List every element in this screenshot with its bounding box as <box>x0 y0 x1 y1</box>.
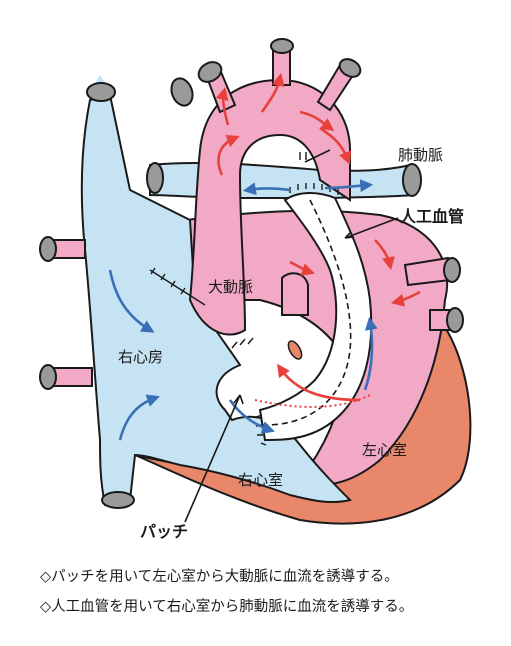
red-flow-arrows <box>215 72 421 402</box>
leader-lines <box>184 149 399 523</box>
blue-flow-arrows <box>108 179 378 441</box>
label-right-atrium: 右心房 <box>118 348 163 366</box>
label-patch: パッチ <box>140 522 188 541</box>
label-pulmonary-artery: 肺動脈 <box>398 146 443 164</box>
caption-notes: ◇パッチを用いて左心室から大動脈に血流を誘導する。 ◇人工血管を用いて右心室から… <box>40 562 500 622</box>
vessel-caps <box>39 38 464 509</box>
conduit-centerline <box>264 199 352 426</box>
note-line-1: ◇パッチを用いて左心室から大動脈に血流を誘導する。 <box>40 569 399 585</box>
label-left-ventricle: 左心室 <box>362 441 407 459</box>
artificial-vessel-tube <box>258 192 373 442</box>
label-aorta: 大動脈 <box>208 278 253 296</box>
heart-illustration: 肺動脈 人工血管 大動脈 右心房 左心室 右心室 パッチ <box>39 38 472 541</box>
valve-orange <box>287 340 303 360</box>
label-artificial-vessel: 人工血管 <box>400 207 464 226</box>
note-line-2: ◇人工血管を用いて右心室から肺動脈に血流を誘導する。 <box>40 599 414 615</box>
valve-shape <box>281 272 309 316</box>
label-right-ventricle: 右心室 <box>238 471 283 489</box>
pulmonary-artery-shape <box>149 161 416 199</box>
